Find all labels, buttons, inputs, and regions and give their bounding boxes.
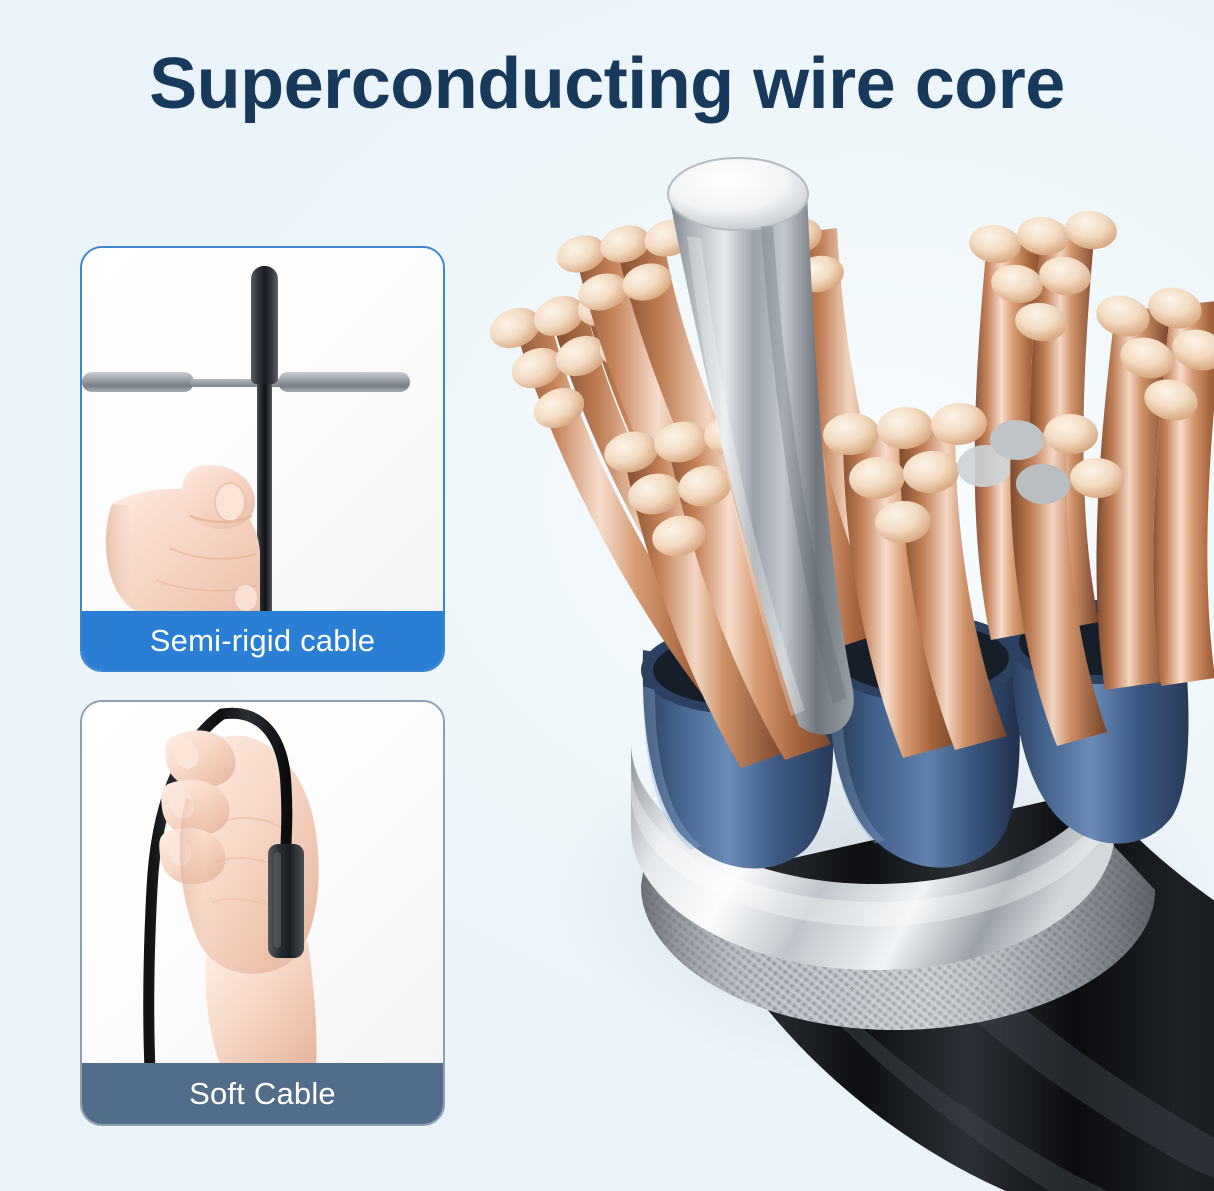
copper-bundle (1096, 287, 1214, 690)
woven-braid-shield (641, 818, 1155, 1030)
semi-rigid-cable-ferrule (251, 266, 278, 384)
cable-svg (489, 157, 1214, 1191)
copper-bundle (990, 413, 1124, 746)
copper-strand-bundles (489, 210, 1214, 768)
foil-shield-band (631, 742, 1115, 970)
soft-cable-connector (268, 844, 304, 958)
soft-cable-illustration (82, 702, 443, 1070)
center-steel-rod (667, 157, 854, 735)
strand-faces (969, 210, 1117, 342)
copper-bundle (823, 402, 1013, 758)
card-label-semi-rigid: Semi-rigid cable (82, 611, 443, 670)
feature-card-semi-rigid[interactable]: Semi-rigid cable (80, 246, 445, 672)
connector-neck-left (190, 379, 260, 387)
strand-faces (823, 402, 1013, 544)
cable-cutaway-illustration (455, 130, 1214, 1191)
hand-holding-rigid-cable (105, 465, 260, 620)
semi-rigid-illustration (82, 248, 443, 620)
strand-faces (556, 219, 694, 311)
card-label-soft: Soft Cable (82, 1063, 443, 1124)
feature-card-soft[interactable]: Soft Cable (80, 700, 445, 1126)
strand-faces (1096, 287, 1214, 421)
connector-bar-left (82, 372, 194, 392)
page-title: Superconducting wire core (149, 44, 1065, 124)
soft-cable-and-hand (143, 707, 319, 1070)
strand-faces (990, 413, 1124, 505)
connector-bar-right (278, 372, 410, 392)
